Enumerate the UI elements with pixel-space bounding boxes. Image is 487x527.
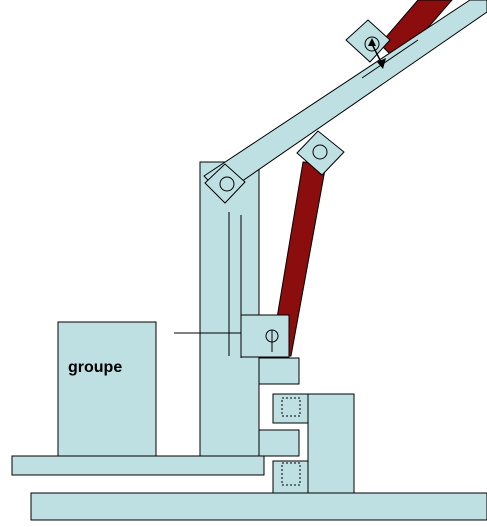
- mid-pivot-circle: [312, 144, 328, 160]
- lower-pivot-block: [240, 314, 290, 358]
- right-support-block: [307, 393, 355, 494]
- arm-pivot-circle: [219, 176, 235, 192]
- slider-lower-inner: [281, 462, 301, 486]
- top-pivot-circle: [364, 36, 380, 52]
- slider-upper: [272, 393, 309, 424]
- guide-block-middle: [258, 429, 300, 457]
- arm-inner-line: [361, 39, 419, 79]
- groupe-label: groupe: [68, 359, 122, 376]
- rotation-arrow-head: [377, 58, 386, 69]
- mid-pivot-square: [296, 130, 345, 176]
- arm-pivot-square: [204, 163, 246, 204]
- top-pivot-square: [345, 19, 391, 63]
- guide-block-upper: [258, 357, 300, 385]
- rotation-arrow-shaft: [371, 43, 382, 63]
- slider-lower: [272, 460, 309, 494]
- platform-plate: [11, 455, 265, 476]
- rotation-arrow-tail: [368, 38, 376, 46]
- inclined-arm: [203, 0, 487, 196]
- base-plate: [30, 492, 487, 521]
- slider-upper-inner: [281, 397, 301, 417]
- groupe-block: [57, 321, 157, 457]
